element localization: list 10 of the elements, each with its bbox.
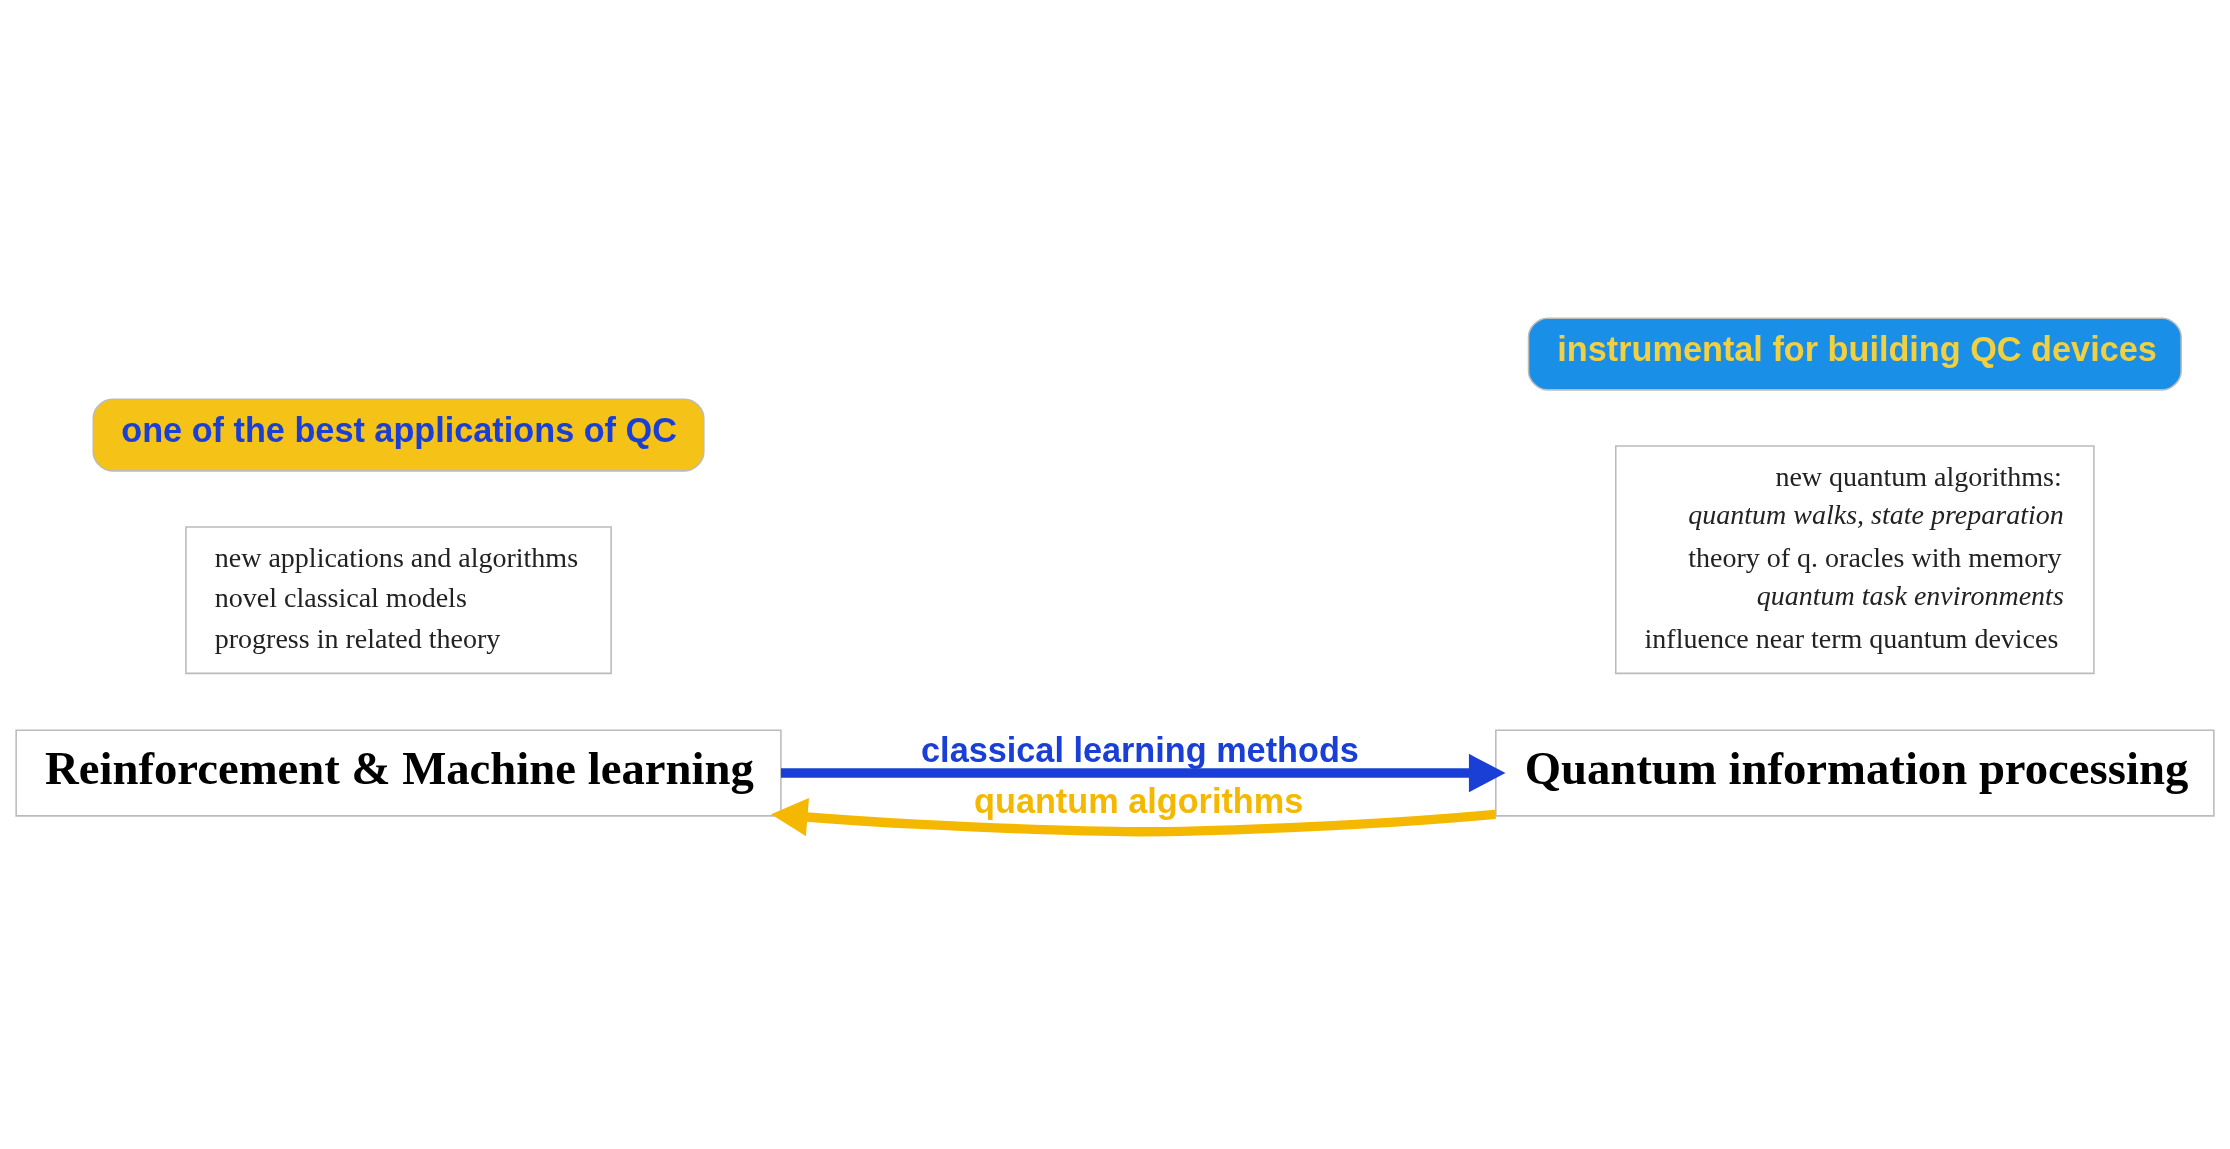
arrow bbox=[771, 797, 1496, 836]
node-box: Quantum information processing bbox=[1495, 728, 2215, 817]
node-box: one of the best applications of QC bbox=[92, 397, 705, 472]
node-box: Reinforcement & Machine learning bbox=[15, 728, 782, 817]
edge-label: quantum algorithms bbox=[974, 781, 1304, 820]
node-box: new applications and algorithms novel classical models progress in related theory bbox=[185, 525, 612, 674]
node-box: new quantum algorithms: quantum walks, state preparation theory of q. oracles with memory quantum task environments influence near term quantum devices bbox=[1614, 444, 2095, 674]
arrow bbox=[780, 753, 1506, 792]
edge-label: classical learning methods bbox=[921, 730, 1359, 769]
node-box: instrumental for building QC devices bbox=[1527, 316, 2182, 391]
